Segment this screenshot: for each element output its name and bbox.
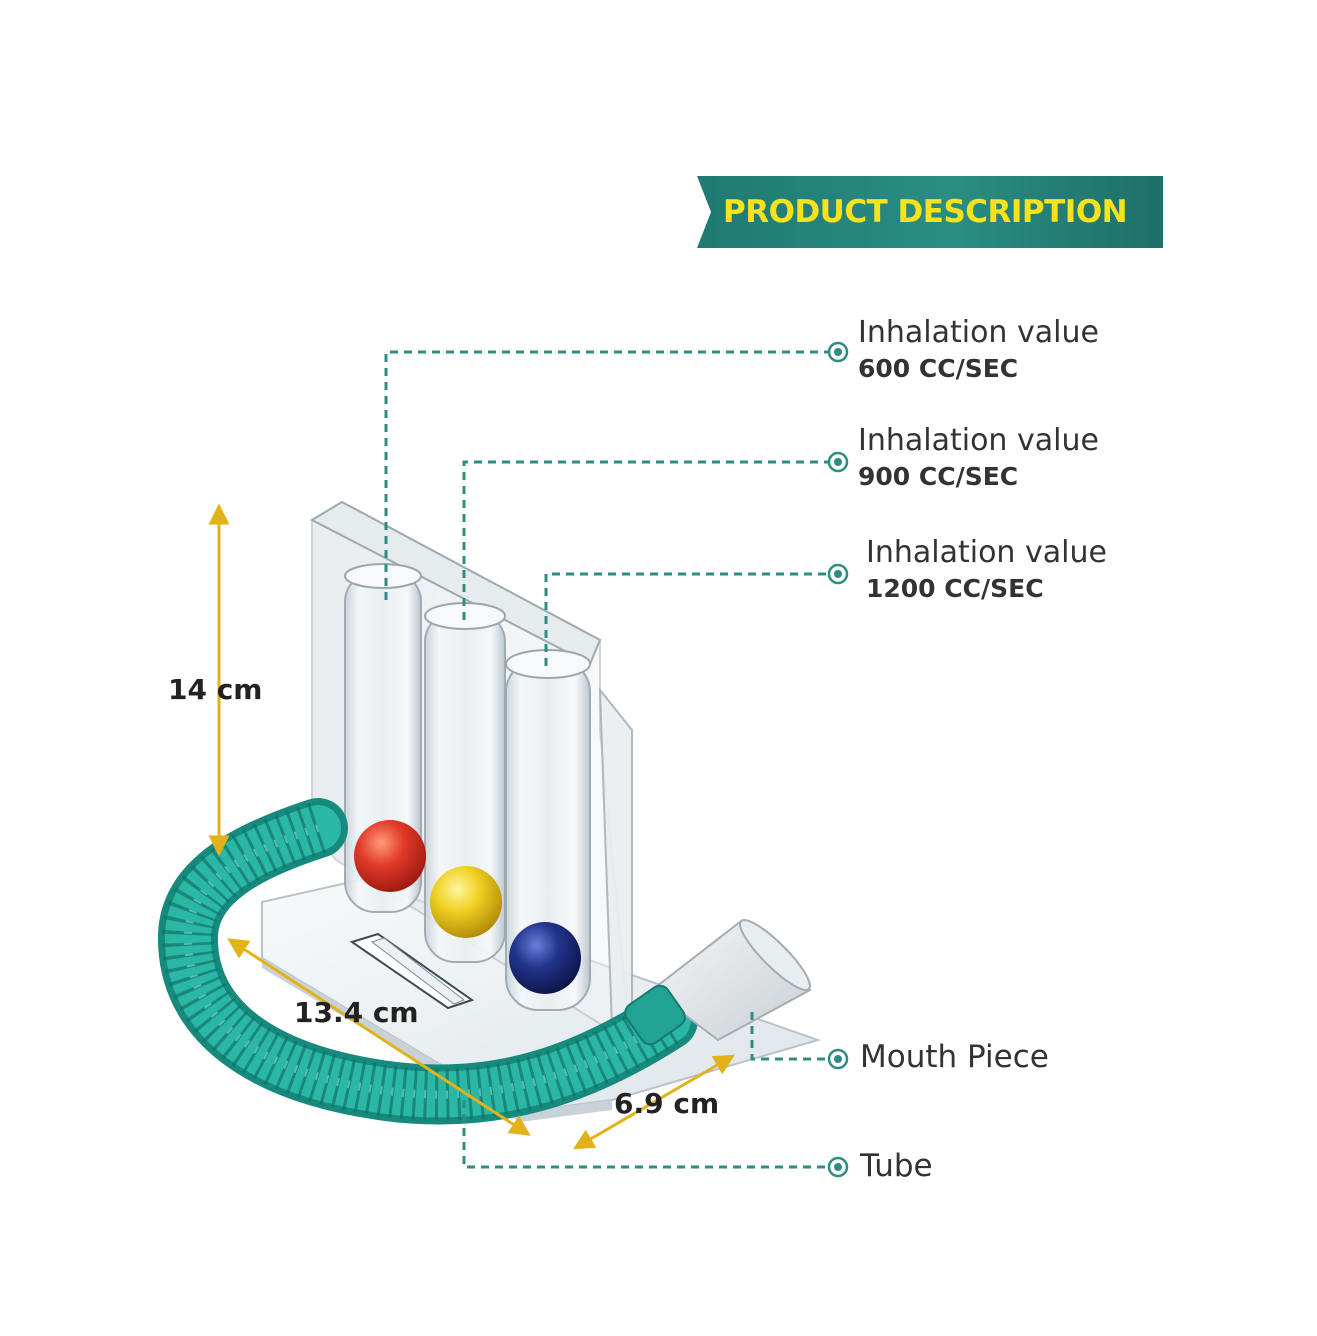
yellow-ball bbox=[430, 866, 502, 938]
dimension-depth-label: 13.4 cm bbox=[294, 996, 419, 1029]
red-ball bbox=[354, 820, 426, 892]
mouth-piece bbox=[650, 920, 812, 1042]
product-description-banner: PRODUCT DESCRIPTION bbox=[697, 176, 1163, 248]
callout-mouth-piece: Mouth Piece bbox=[860, 1039, 1049, 1075]
callout-value: 900 CC/SEC bbox=[858, 462, 1019, 491]
width-arrow bbox=[572, 1054, 736, 1150]
callout-label: Inhalation value bbox=[858, 423, 1099, 458]
callout-markers bbox=[827, 341, 849, 1178]
callout-value: 600 CC/SEC bbox=[858, 354, 1019, 383]
blue-ball bbox=[509, 922, 581, 994]
depth-arrow bbox=[227, 938, 531, 1136]
callout-inhalation-1200: Inhalation value 1200 CC/SEC bbox=[866, 534, 1107, 606]
callout-inhalation-600: Inhalation value 600 CC/SEC bbox=[858, 314, 1099, 386]
chamber-1200 bbox=[505, 649, 591, 1011]
leader-lines bbox=[384, 350, 828, 1169]
dimension-width-label: 6.9 cm bbox=[614, 1087, 720, 1120]
callout-inhalation-900: Inhalation value 900 CC/SEC bbox=[858, 422, 1099, 494]
callout-label: Inhalation value bbox=[858, 315, 1099, 350]
banner-title: PRODUCT DESCRIPTION bbox=[723, 194, 1128, 230]
banner-background bbox=[697, 176, 1163, 248]
callout-tube: Tube bbox=[860, 1148, 933, 1184]
dimension-arrows bbox=[208, 503, 736, 1150]
callout-value: 1200 CC/SEC bbox=[866, 574, 1044, 603]
callout-label: Inhalation value bbox=[866, 535, 1107, 570]
dimension-height-label: 14 cm bbox=[168, 673, 263, 706]
